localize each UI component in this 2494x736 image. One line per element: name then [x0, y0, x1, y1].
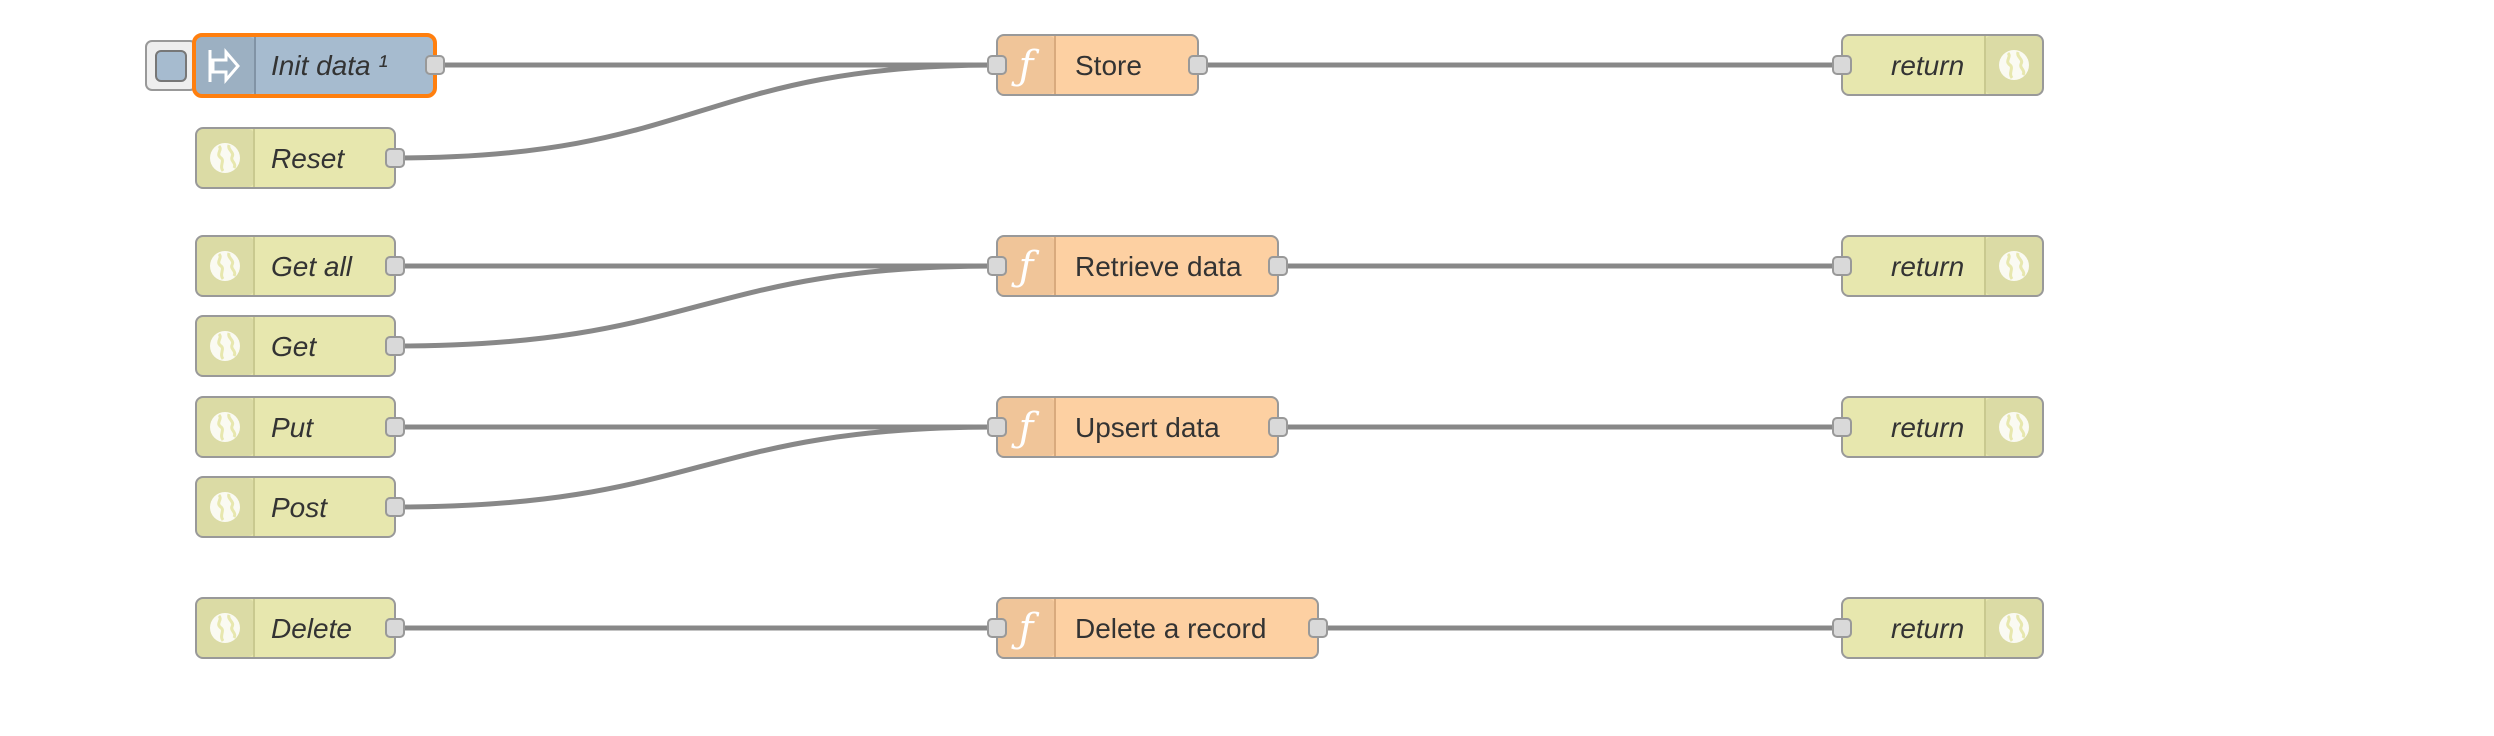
output-port[interactable]: [425, 55, 445, 75]
globe-icon: [1997, 48, 2031, 82]
function-node-retrieve-data[interactable]: ƒ Retrieve data: [987, 235, 1288, 297]
globe-icon: [208, 249, 242, 283]
http-response-label: return: [1891, 50, 1964, 81]
http-response-node-return-2[interactable]: return: [1832, 235, 2044, 297]
input-port[interactable]: [987, 256, 1007, 276]
globe-icon: [208, 141, 242, 175]
output-port[interactable]: [385, 256, 405, 276]
function-node-upsert-data[interactable]: ƒ Upsert data: [987, 396, 1288, 458]
wires: [394, 62, 1842, 631]
output-port[interactable]: [1268, 417, 1288, 437]
http-in-label: Get all: [271, 251, 353, 282]
http-in-label: Get: [271, 331, 317, 362]
http-in-label: Post: [271, 492, 328, 523]
http-in-node-get-all[interactable]: Get all: [195, 235, 405, 297]
globe-icon: [1997, 410, 2031, 444]
function-node-delete-a-record[interactable]: ƒ Delete a record: [987, 597, 1328, 659]
function-label: Store: [1075, 50, 1142, 81]
function-node-store[interactable]: ƒ Store: [987, 34, 1208, 96]
http-in-node-reset[interactable]: Reset: [195, 127, 405, 189]
input-port[interactable]: [1832, 417, 1852, 437]
inject-trigger-button-face[interactable]: [155, 50, 187, 82]
globe-icon: [208, 490, 242, 524]
http-response-label: return: [1891, 251, 1964, 282]
wire-post-to-upsert[interactable]: [394, 424, 998, 510]
input-port[interactable]: [987, 417, 1007, 437]
http-response-label: return: [1891, 412, 1964, 443]
globe-icon: [208, 329, 242, 363]
http-response-label: return: [1891, 613, 1964, 644]
wire-reset-to-store[interactable]: [394, 62, 998, 161]
http-response-node-return-1[interactable]: return: [1832, 34, 2044, 96]
http-in-node-get[interactable]: Get: [195, 315, 405, 377]
output-port[interactable]: [1308, 618, 1328, 638]
function-label: Retrieve data: [1075, 251, 1242, 282]
globe-icon: [208, 410, 242, 444]
http-response-node-return-4[interactable]: return: [1832, 597, 2044, 659]
input-port[interactable]: [987, 55, 1007, 75]
http-in-node-delete[interactable]: Delete: [195, 597, 405, 659]
input-port[interactable]: [1832, 618, 1852, 638]
input-port[interactable]: [987, 618, 1007, 638]
http-in-label: Reset: [271, 143, 345, 174]
http-in-node-put[interactable]: Put: [195, 396, 405, 458]
input-port[interactable]: [1832, 55, 1852, 75]
http-in-node-post[interactable]: Post: [195, 476, 405, 538]
http-in-label: Delete: [271, 613, 352, 644]
input-port[interactable]: [1832, 256, 1852, 276]
http-response-node-return-3[interactable]: return: [1832, 396, 2044, 458]
http-in-label: Put: [271, 412, 314, 443]
globe-icon: [1997, 611, 2031, 645]
output-port[interactable]: [385, 497, 405, 517]
inject-label: Init data ¹: [271, 50, 388, 81]
globe-icon: [208, 611, 242, 645]
output-port[interactable]: [385, 336, 405, 356]
function-label: Delete a record: [1075, 613, 1266, 644]
output-port[interactable]: [385, 618, 405, 638]
globe-icon: [1997, 249, 2031, 283]
inject-node-init-data[interactable]: Init data ¹: [145, 33, 445, 98]
output-port[interactable]: [1188, 55, 1208, 75]
output-port[interactable]: [1268, 256, 1288, 276]
output-port[interactable]: [385, 417, 405, 437]
function-label: Upsert data: [1075, 412, 1220, 443]
arrow-in-icon: [208, 47, 240, 85]
output-port[interactable]: [385, 148, 405, 168]
wire-get-to-retrieve[interactable]: [394, 263, 998, 349]
